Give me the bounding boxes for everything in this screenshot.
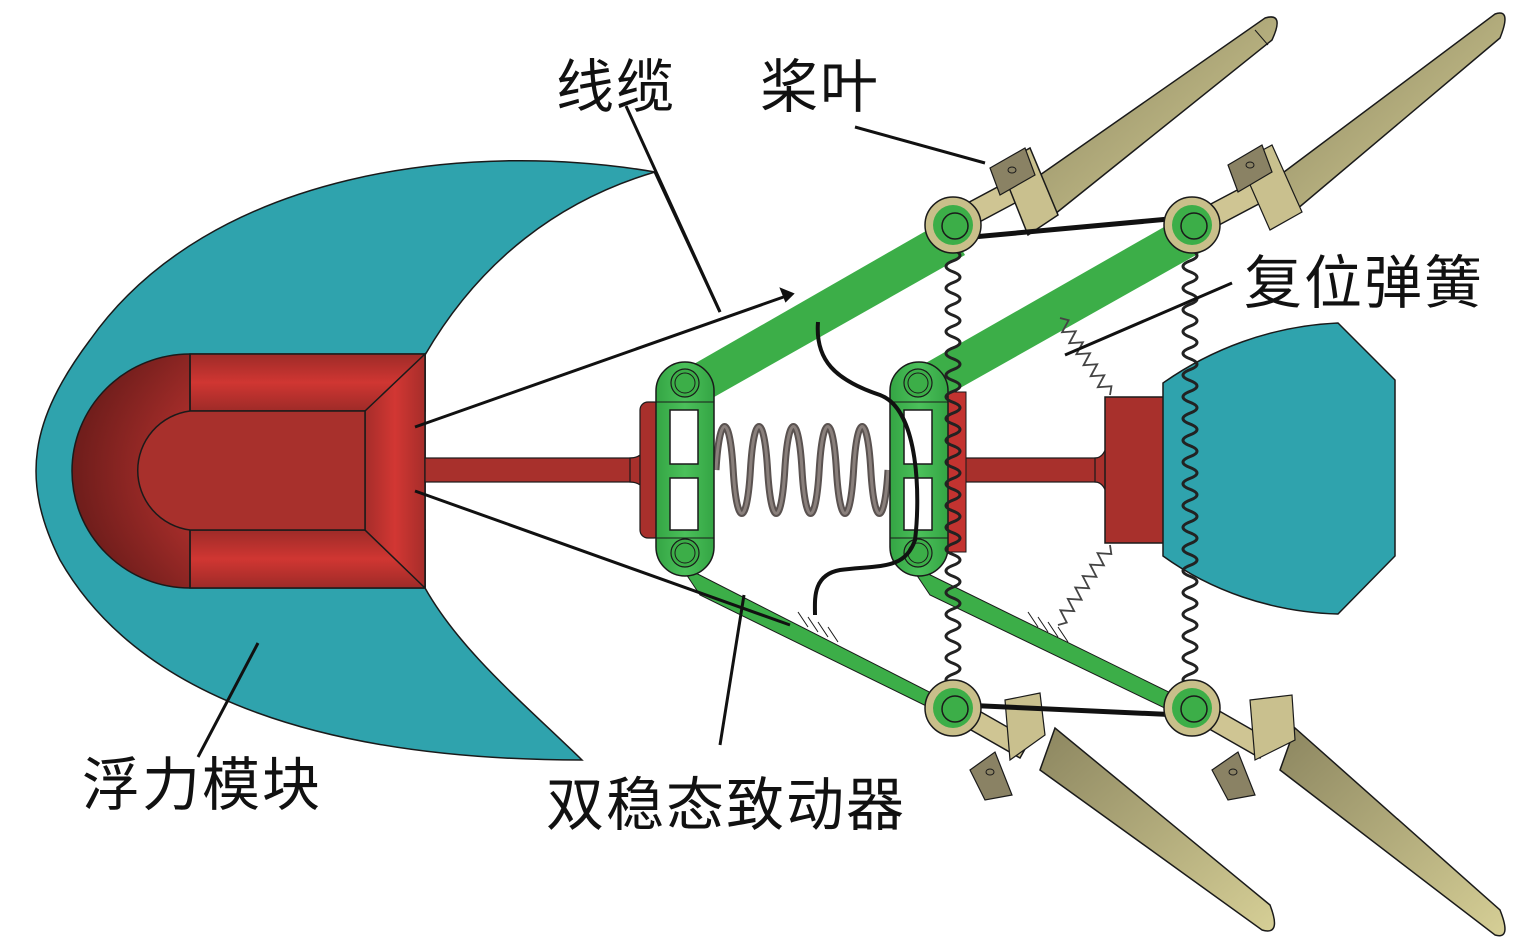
- paddle-bottom-left: [948, 692, 1276, 932]
- link-upper-rear: [910, 215, 1205, 405]
- actuator-carriage-rear: [889, 361, 949, 577]
- leader-bistable-actuator: [718, 594, 746, 746]
- actuator-carriage-front: [655, 361, 715, 577]
- joint-bottom-right: [1163, 679, 1221, 737]
- reset-spring-right: [1181, 248, 1199, 687]
- joint-top-right: [1163, 196, 1221, 254]
- paddle-top-left: [944, 16, 1278, 237]
- leader-reset-spring: [1064, 281, 1233, 357]
- tendon-top: [961, 215, 1181, 241]
- body-front-frame: [71, 352, 426, 590]
- joint-top-left: [924, 196, 982, 254]
- tendon-bottom: [961, 702, 1181, 718]
- label-reset-spring: 复位弹簧: [1244, 249, 1485, 317]
- buoyancy-module-rear: [1162, 322, 1396, 615]
- reset-spring-diagonal-upper: [1059, 317, 1113, 396]
- leader-cable: [414, 105, 795, 627]
- link-lower-front: [678, 563, 966, 726]
- label-bistable-actuator: 双稳态致动器: [546, 771, 907, 839]
- joint-bottom-left: [924, 679, 982, 737]
- leader-paddle: [854, 125, 986, 165]
- leader-buoyancy-module: [196, 642, 260, 758]
- reset-spring-left: [944, 248, 962, 687]
- reset-spring-diagonal-lower: [1057, 544, 1113, 626]
- actuator-main-spring: [712, 423, 892, 517]
- label-paddle: 桨叶: [760, 53, 881, 121]
- central-shaft: [424, 391, 1166, 553]
- label-buoyancy-module: 浮力模块: [82, 751, 323, 819]
- cable-wire: [812, 321, 920, 616]
- label-cable: 线缆: [556, 53, 677, 121]
- link-upper-front: [680, 220, 965, 405]
